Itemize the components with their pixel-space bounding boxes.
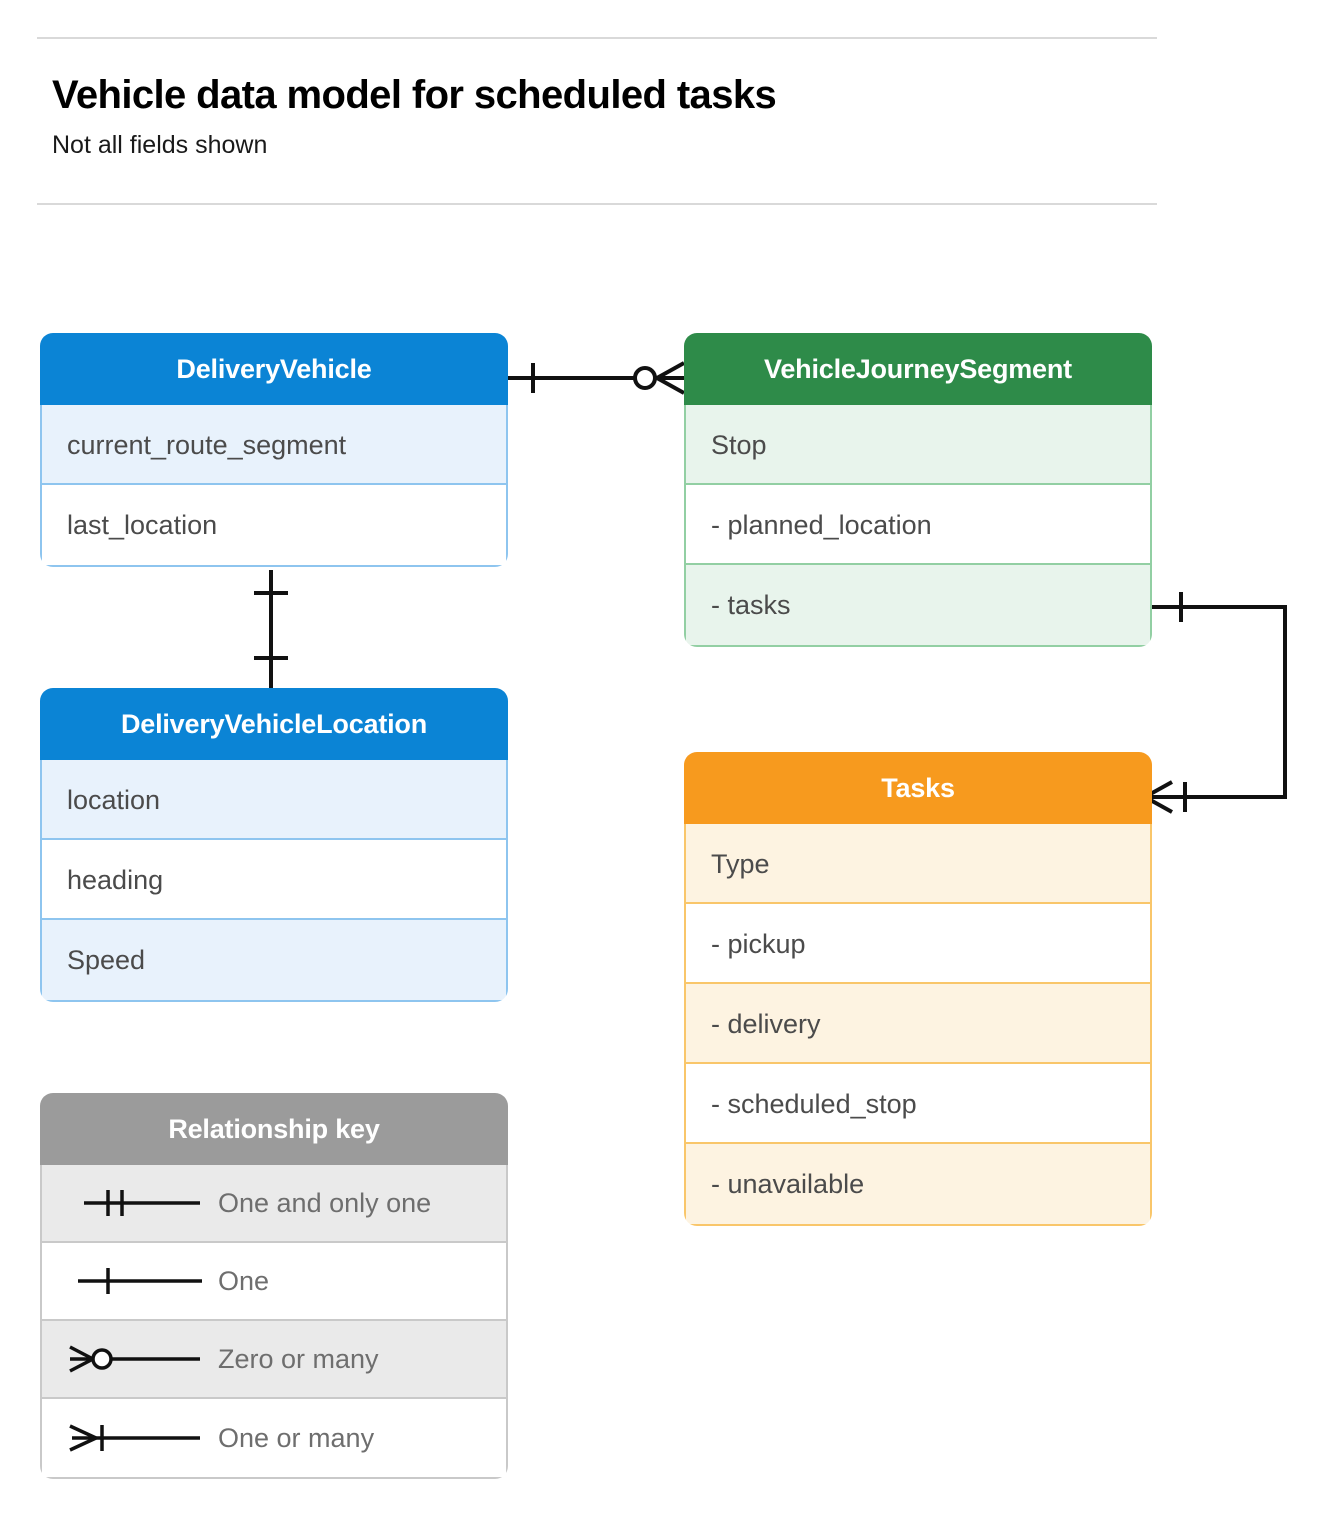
one-icon — [78, 1268, 202, 1294]
crowsfoot-lower — [656, 376, 685, 395]
connector-segment-to-tasks — [1152, 605, 1287, 799]
entity-fields-delivery-vehicle: current_route_segment last_location — [40, 405, 508, 567]
entity-fields-delivery-vehicle-location: location heading Speed — [40, 760, 508, 1002]
legend-item-one: One — [42, 1243, 506, 1321]
header-divider-top — [37, 37, 1157, 39]
field-row: - tasks — [686, 565, 1150, 645]
one-and-only-one-icon — [84, 1190, 200, 1216]
legend-item-label: One — [218, 1265, 270, 1296]
zero-or-many-icon — [69, 1345, 200, 1373]
legend-rows: One and only one One — [40, 1165, 508, 1479]
entity-tasks[interactable]: Tasks Type - pickup - delivery - schedul… — [684, 752, 1152, 1226]
field-row: - pickup — [686, 904, 1150, 984]
field-row: - planned_location — [686, 485, 1150, 565]
entity-delivery-vehicle[interactable]: DeliveryVehicle current_route_segment la… — [40, 333, 508, 567]
page-title: Vehicle data model for scheduled tasks — [52, 73, 777, 117]
crowsfoot-upper — [656, 361, 685, 380]
legend-item-label: Zero or many — [218, 1343, 379, 1374]
field-row: Stop — [686, 405, 1150, 485]
legend-title: Relationship key — [40, 1093, 508, 1165]
field-row: - delivery — [686, 984, 1150, 1064]
entity-fields-tasks: Type - pickup - delivery - scheduled_sto… — [684, 824, 1152, 1226]
header-divider-bottom — [37, 203, 1157, 205]
legend-item-label: One or many — [218, 1422, 375, 1453]
legend-item-one-and-only-one: One and only one — [42, 1165, 506, 1243]
field-row: - unavailable — [686, 1144, 1150, 1224]
field-row: last_location — [42, 485, 506, 565]
legend-item-one-or-many: One or many — [42, 1399, 506, 1477]
field-row: current_route_segment — [42, 405, 506, 485]
legend-item-label: One and only one — [218, 1187, 432, 1218]
field-row: location — [42, 760, 506, 840]
entity-title-tasks: Tasks — [684, 752, 1152, 824]
field-row: - scheduled_stop — [686, 1064, 1150, 1144]
entity-delivery-vehicle-location[interactable]: DeliveryVehicleLocation location heading… — [40, 688, 508, 1002]
page-subtitle: Not all fields shown — [52, 131, 268, 159]
legend-relationship-key[interactable]: Relationship key One and only one One — [40, 1093, 508, 1479]
field-row: Speed — [42, 920, 506, 1000]
field-row: heading — [42, 840, 506, 920]
entity-title-delivery-vehicle: DeliveryVehicle — [40, 333, 508, 405]
entity-fields-vehicle-journey-segment: Stop - planned_location - tasks — [684, 405, 1152, 647]
cardinality-zero-circle — [633, 366, 657, 390]
entity-vehicle-journey-segment[interactable]: VehicleJourneySegment Stop - planned_loc… — [684, 333, 1152, 647]
one-or-many-icon — [69, 1424, 200, 1452]
legend-item-zero-or-many: Zero or many — [42, 1321, 506, 1399]
entity-title-vehicle-journey-segment: VehicleJourneySegment — [684, 333, 1152, 405]
field-row: Type — [686, 824, 1150, 904]
entity-title-delivery-vehicle-location: DeliveryVehicleLocation — [40, 688, 508, 760]
